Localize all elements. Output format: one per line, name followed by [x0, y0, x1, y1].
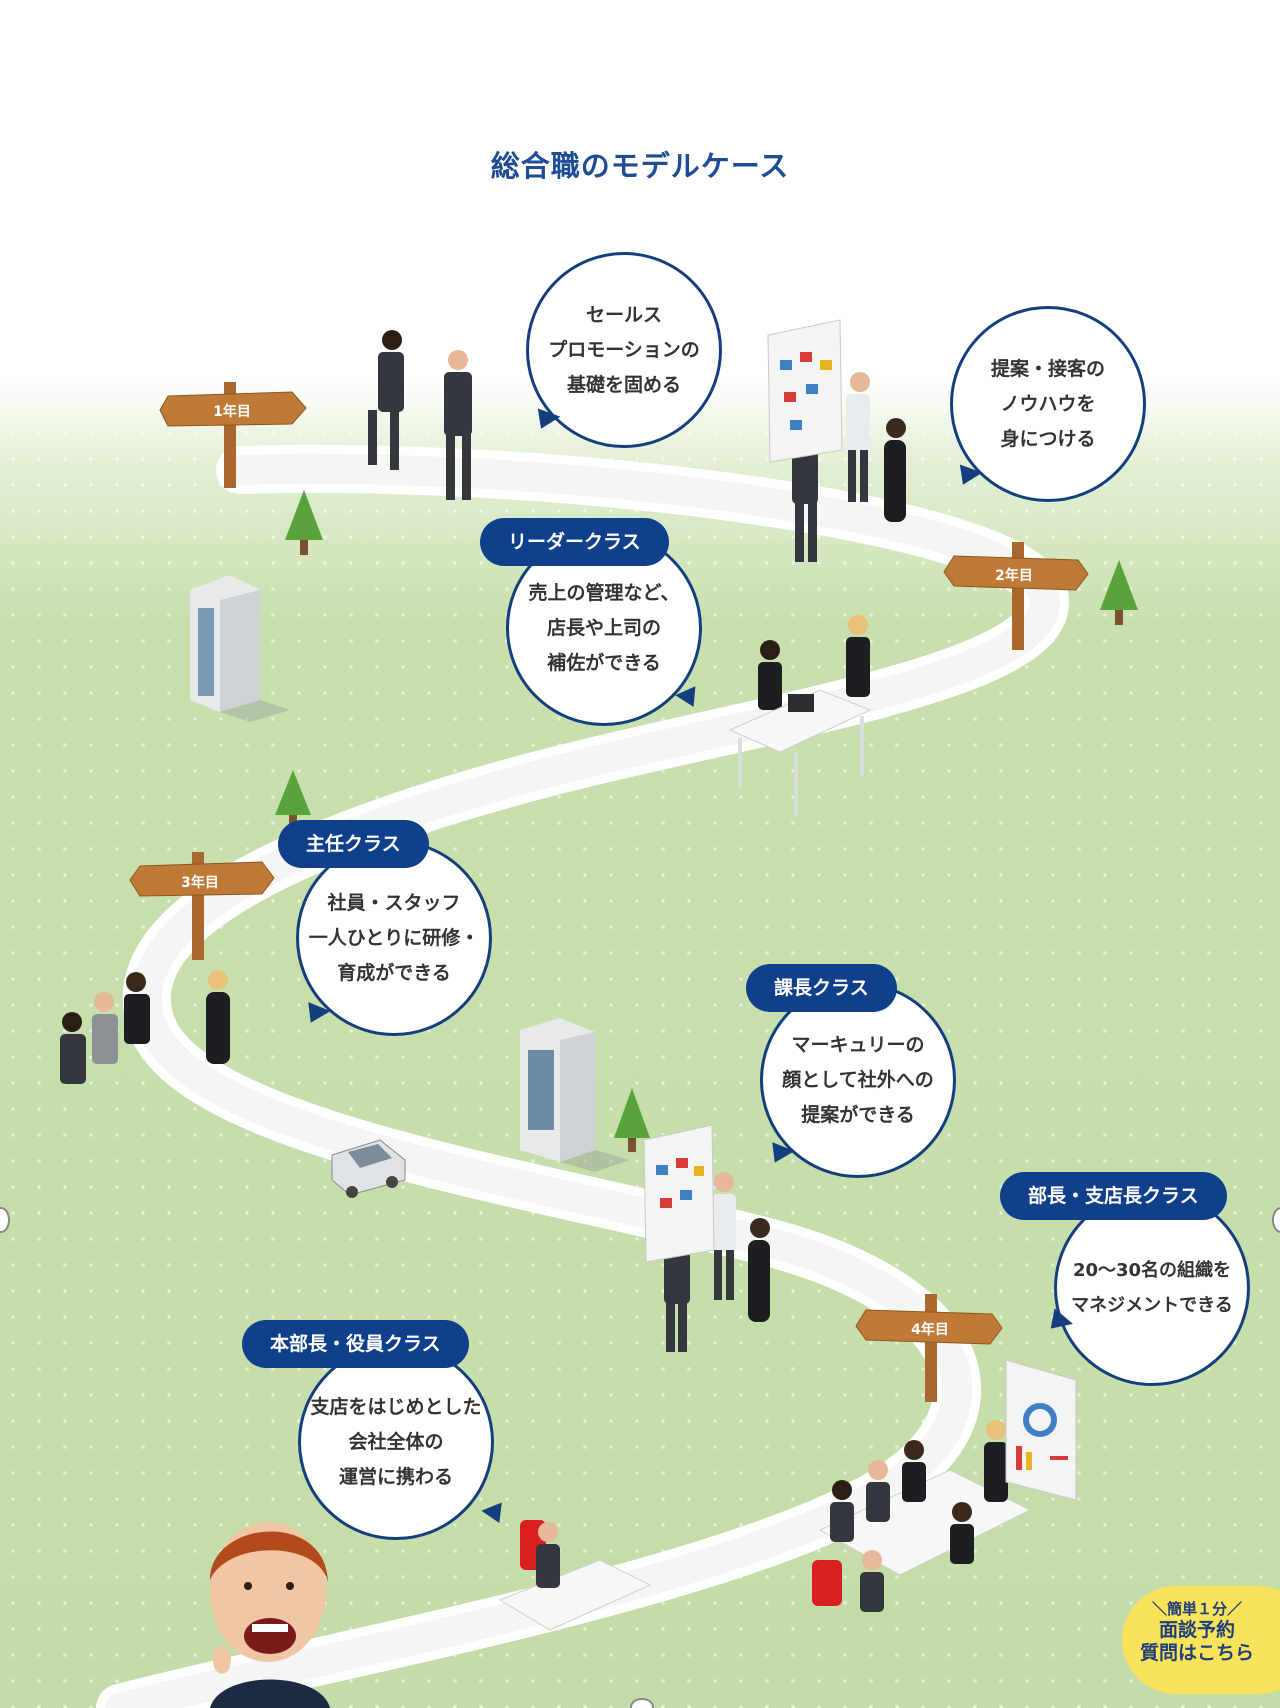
- stage-bubble-7: 支店をはじめとした 会社全体の 運営に携わる: [298, 1344, 494, 1540]
- tree-icon: [275, 770, 311, 825]
- building-icon: [190, 575, 290, 722]
- cta-line-2: 質問はこちら: [1139, 1642, 1254, 1664]
- chart-board-icon: [643, 1124, 715, 1263]
- consultation-cta-button[interactable]: ＼簡単１分／ 面談予約 質問はこちら: [1122, 1586, 1280, 1694]
- sign-year-4: 4年目: [911, 1321, 949, 1338]
- stage-text-3: 売上の管理など、 店長や上司の 補佐ができる: [528, 581, 680, 674]
- sign-year-2: 2年目: [995, 567, 1033, 584]
- tree-icon: [614, 1088, 650, 1152]
- desk-icon: [728, 689, 872, 816]
- stage-bubble-5: マーキュリーの 顔として社外への 提案ができる: [760, 982, 956, 1178]
- cta-line-1: 面談予約: [1158, 1619, 1235, 1641]
- signpost-icon: 4年目: [855, 1294, 1003, 1402]
- chart-board-icon: [1005, 1359, 1077, 1501]
- stage-text-5: マーキュリーの 顔として社外への 提案ができる: [782, 1033, 934, 1126]
- badge-leader: リーダークラス: [480, 518, 669, 566]
- stage-text-2: 提案・接客の ノウハウを 身につける: [990, 357, 1105, 450]
- building-icon: [520, 1018, 630, 1172]
- stage-text-1: セールス プロモーションの 基礎を固める: [548, 303, 700, 396]
- badge-section-chief: 課長クラス: [746, 964, 897, 1012]
- stage-text-4: 社員・スタッフ 一人ひとりに研修・ 育成ができる: [308, 891, 480, 984]
- chart-board-icon: [767, 319, 843, 463]
- stage-text-6: 20〜30名の組織を マネジメントできる: [1071, 1260, 1233, 1316]
- signpost-icon: 3年目: [129, 852, 275, 960]
- tree-icon: [1100, 560, 1138, 625]
- badge-chief: 主任クラス: [278, 820, 429, 868]
- stage-bubble-4: 社員・スタッフ 一人ひとりに研修・ 育成ができる: [296, 840, 492, 1036]
- car-icon: [331, 1139, 406, 1198]
- carousel-bottom-handle[interactable]: [630, 1698, 654, 1708]
- stage-bubble-2: 提案・接客の ノウハウを 身につける: [950, 306, 1146, 502]
- sign-year-1: 1年目: [213, 403, 251, 420]
- signpost-icon: 2年目: [943, 542, 1089, 650]
- badge-director: 部長・支店長クラス: [1000, 1172, 1227, 1220]
- signpost-icon: 1年目: [159, 382, 307, 488]
- page-title: 総合職のモデルケース: [490, 149, 790, 184]
- stage-text-7: 支店をはじめとした 会社全体の 運営に携わる: [310, 1395, 482, 1488]
- mascot-face: [210, 1522, 330, 1708]
- cta-small-text: ＼簡単１分／: [1151, 1600, 1242, 1618]
- tree-icon: [285, 490, 323, 555]
- sign-year-3: 3年目: [181, 874, 219, 891]
- stage-bubble-1: セールス プロモーションの 基礎を固める: [526, 252, 722, 448]
- stage-bubble-6: 20〜30名の組織を マネジメントできる: [1054, 1190, 1250, 1386]
- badge-executive: 本部長・役員クラス: [242, 1320, 469, 1368]
